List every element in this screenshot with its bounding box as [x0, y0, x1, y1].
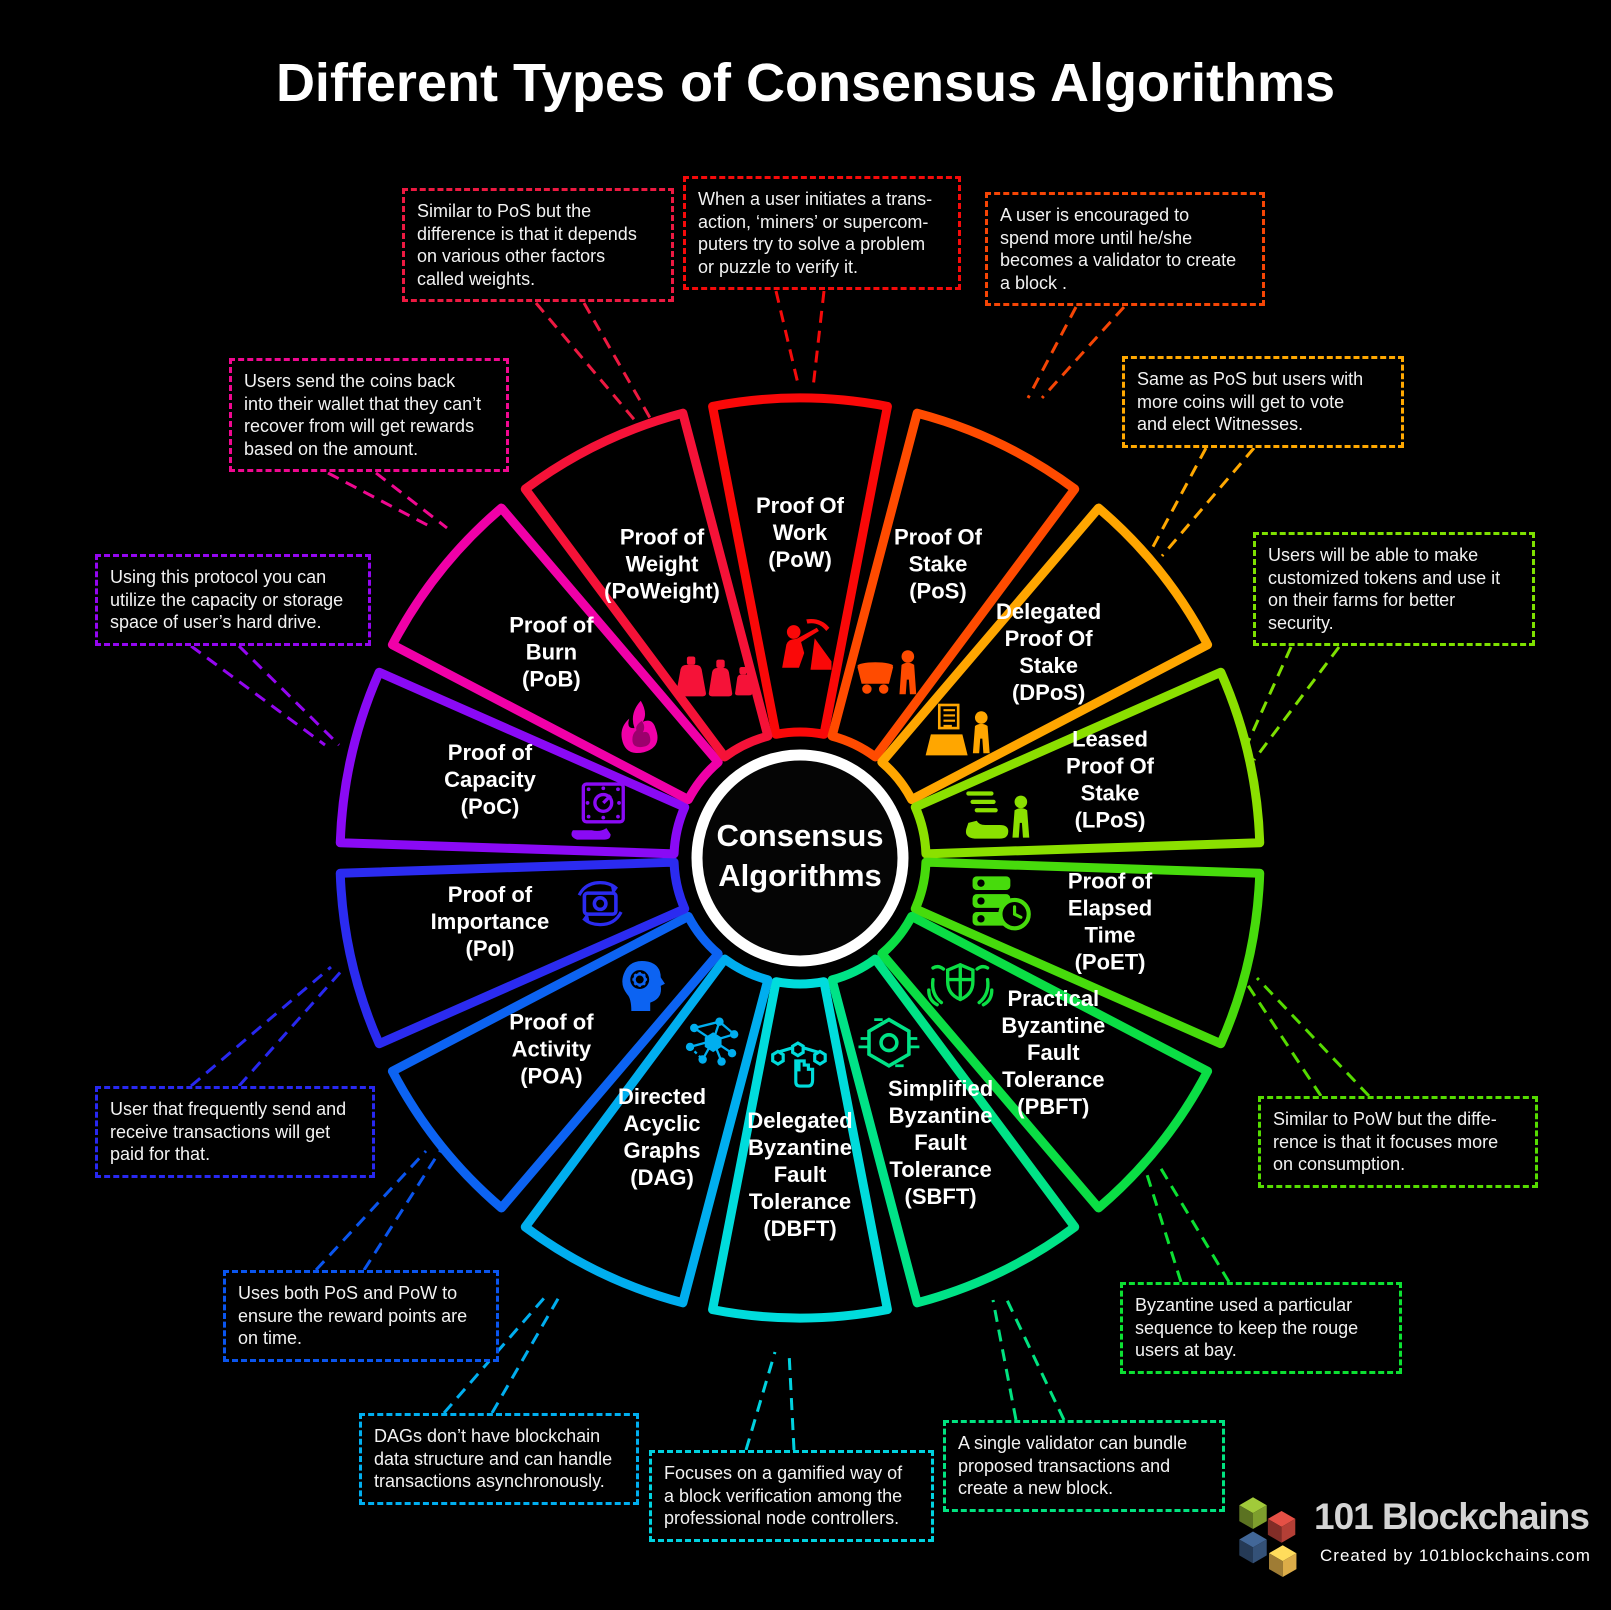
- callout-poweight: Similar to PoS but the difference is tha…: [402, 188, 674, 302]
- callout-poc: Using this protocol you can utilize the …: [95, 554, 371, 646]
- callout-sbft: A single validator can bundle proposed t…: [943, 1420, 1225, 1512]
- money-cycle-icon: [577, 881, 623, 927]
- callout-poi: User that frequently send and receive tr…: [95, 1086, 375, 1178]
- callout-poet: Similar to PoW but the diffe- rence is t…: [1258, 1096, 1538, 1188]
- segment-wedge: [708, 977, 892, 1323]
- mine-cart-icon: [857, 650, 917, 695]
- miner-pickaxe-icon: [782, 619, 832, 670]
- segment-wedge: [877, 503, 1213, 805]
- brand-credit: Created by 101blockchains.com: [1320, 1546, 1591, 1565]
- lease-hand-icon: [965, 791, 1030, 839]
- flame-icon: [621, 700, 658, 754]
- callout-pob: Users send the coins back into their wal…: [229, 358, 509, 472]
- callout-dag: DAGs don’t have blockchain data structur…: [359, 1413, 639, 1505]
- callout-pow: When a user initiates a trans- action, ‘…: [683, 176, 961, 290]
- segment-wedge: [708, 393, 892, 739]
- callout-pbft: Byzantine used a particular sequence to …: [1120, 1282, 1402, 1374]
- callout-dbft: Focuses on a gamified way of a block ver…: [649, 1450, 934, 1542]
- 101blockchains-logo-icon: [1239, 1497, 1297, 1578]
- weights-icon: [676, 656, 753, 697]
- page-title: Different Types of Consensus Algorithms: [275, 53, 1336, 113]
- segment-wedge: [910, 667, 1265, 859]
- segment-wedge: [827, 954, 1080, 1308]
- callout-dpos: Same as PoS but users with more coins wi…: [1122, 356, 1404, 448]
- brand-name: 101 Blockchains: [1314, 1496, 1590, 1537]
- shield-hands-icon: [927, 962, 994, 1007]
- segment-wedge: [877, 911, 1213, 1213]
- callout-poa: Uses both PoS and PoW to ensure the rewa…: [223, 1270, 499, 1362]
- callout-tails: [190, 290, 1371, 1451]
- nodes-hand-icon: [771, 1041, 827, 1088]
- segment-wedge: [827, 408, 1080, 762]
- center-circle: [691, 749, 909, 967]
- server-clock-icon: [972, 876, 1031, 931]
- callout-pos: A user is encouraged to spend more until…: [985, 192, 1265, 306]
- network-graph-icon: [685, 1017, 739, 1066]
- head-gear-icon: [622, 961, 665, 1012]
- safe-hand-icon: [571, 782, 625, 840]
- hex-gear-icon: [858, 1017, 920, 1068]
- callout-lpos: Users will be able to make customized to…: [1253, 532, 1535, 646]
- brand-footer: 101 Blockchains Created by 101blockchain…: [1230, 1488, 1590, 1588]
- segment-wedge: [520, 408, 773, 762]
